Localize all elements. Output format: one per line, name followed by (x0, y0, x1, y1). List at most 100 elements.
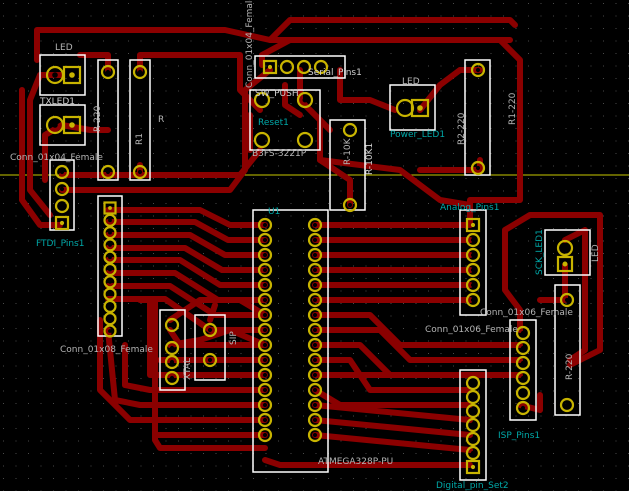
mcu-pad-left (257, 277, 273, 293)
silkscreen (39, 54, 591, 481)
conn-1x08-pad-hole (108, 230, 112, 235)
power-led-pad-hole (417, 105, 423, 111)
res-pad-hole (137, 169, 143, 175)
label-r-220-a: R-220 (93, 105, 103, 132)
isp-pad (515, 400, 531, 416)
ftdi-pad (54, 215, 70, 231)
mcu-pad-left-hole (262, 312, 268, 318)
mcu-pad-right (307, 292, 323, 308)
res-pad (132, 164, 148, 180)
analog-pad (465, 262, 481, 278)
conn-1x08-pad (103, 324, 117, 338)
digital-pad-hole (470, 380, 476, 386)
power-led-pad (410, 98, 430, 118)
r2-pad-hole (475, 67, 481, 73)
mcu-pad-right-hole (312, 267, 318, 273)
mcu-pad-right (307, 397, 323, 413)
cap-pad-hole (169, 345, 175, 351)
conn-1x08-pad (103, 201, 117, 215)
serial-pad-hole (267, 64, 273, 70)
mcu-pad-left (257, 307, 273, 323)
mcu-pad-left-hole (262, 282, 268, 288)
mcu-pad-right-hole (312, 402, 318, 408)
label-digital-pin-set2: Digital_pin_Set2 (436, 481, 509, 491)
conn-1x08-pad (103, 312, 117, 326)
led-pad-hole (52, 122, 58, 128)
conn-1x08-pad (103, 275, 117, 289)
mcu-pad-right (307, 337, 323, 353)
sck-led-pad-hole (562, 245, 568, 251)
analog-pad (465, 247, 481, 263)
mcu-pad-left-hole (262, 342, 268, 348)
r10k-pad (342, 197, 358, 213)
mcu-pad-left (257, 247, 273, 263)
isp-pad-hole (520, 330, 526, 336)
label-atmega: ATMEGA328P-PU (318, 457, 393, 467)
label-sck-led: SCK_LED1 (535, 229, 545, 275)
mcu-pad-right-hole (312, 237, 318, 243)
reset-pad (296, 131, 314, 149)
led-pad-hole (52, 72, 58, 78)
xtal-pad (202, 322, 218, 338)
label-conn-1x04-left: Conn_01x04_Female (10, 153, 103, 163)
label-r-220-right: R-220 (565, 353, 575, 380)
conn-1x08-pad-hole (108, 255, 112, 260)
reset-pad-hole (259, 137, 265, 143)
conn-1x08-pad-hole (108, 218, 112, 223)
mcu-pad-left (257, 397, 273, 413)
r-right-pad-hole (564, 402, 570, 408)
mcu-pad-left (257, 352, 273, 368)
digital-pad-hole (470, 464, 476, 470)
mcu-pad-left-hole (262, 252, 268, 258)
cap-pad (164, 317, 180, 333)
reset-pad-hole (302, 97, 308, 103)
r2-pad (470, 160, 486, 176)
xtal-pad-hole (207, 357, 213, 363)
label-analog-pins: Analog_Pins1 (440, 203, 499, 213)
r-right-pad (559, 397, 575, 413)
mcu-pad-right-hole (312, 282, 318, 288)
mcu-pad-left-hole (262, 417, 268, 423)
mcu-pad-right-hole (312, 372, 318, 378)
mcu-pad-left-hole (262, 297, 268, 303)
mcu-pad-right (307, 217, 323, 233)
label-conn-1x08: Conn_01x08_Female (60, 345, 153, 355)
label-b3fs: B3FS-3221P (252, 149, 307, 159)
label-r1-220: R1-220 (508, 92, 518, 125)
label-r1: R1 (135, 133, 145, 145)
mcu-pad-right (307, 277, 323, 293)
cap-pad (164, 370, 180, 386)
mcu-pad-right (307, 322, 323, 338)
mcu-pad-right (307, 412, 323, 428)
label-r2-220: R2-220 (457, 112, 467, 145)
isp-pad (515, 355, 531, 371)
isp-pad (515, 385, 531, 401)
isp-pad-hole (520, 390, 526, 396)
ftdi-pad-hole (59, 186, 65, 192)
mcu-pad-left (257, 337, 273, 353)
mcu-pad-left (257, 382, 273, 398)
conn-1x08-pad-hole (108, 267, 112, 272)
digital-pad (465, 417, 481, 433)
digital-pad (465, 403, 481, 419)
mcu-pad-left (257, 427, 273, 443)
analog-pad (465, 277, 481, 293)
mcu-pad-left (257, 412, 273, 428)
led-pad (62, 115, 82, 135)
conn-1x08-pad-hole (108, 329, 112, 333)
mcu-pad-right (307, 247, 323, 263)
xtal-pad-hole (207, 327, 213, 333)
r2-pad-hole (475, 165, 481, 171)
r10k-pad (342, 122, 358, 138)
ftdi-pad (54, 181, 70, 197)
mcu-pad-right (307, 382, 323, 398)
label-power-led: Power_LED1 (390, 130, 445, 140)
label-led-right: LED (591, 244, 601, 262)
analog-pad-hole (470, 297, 476, 303)
r-right-pad-hole (564, 297, 570, 303)
res-pad (132, 64, 148, 80)
mcu-pad-right-hole (312, 387, 318, 393)
ftdi-pad (54, 198, 70, 214)
conn-1x08-pad-hole (108, 304, 112, 309)
digital-pad (465, 445, 481, 461)
